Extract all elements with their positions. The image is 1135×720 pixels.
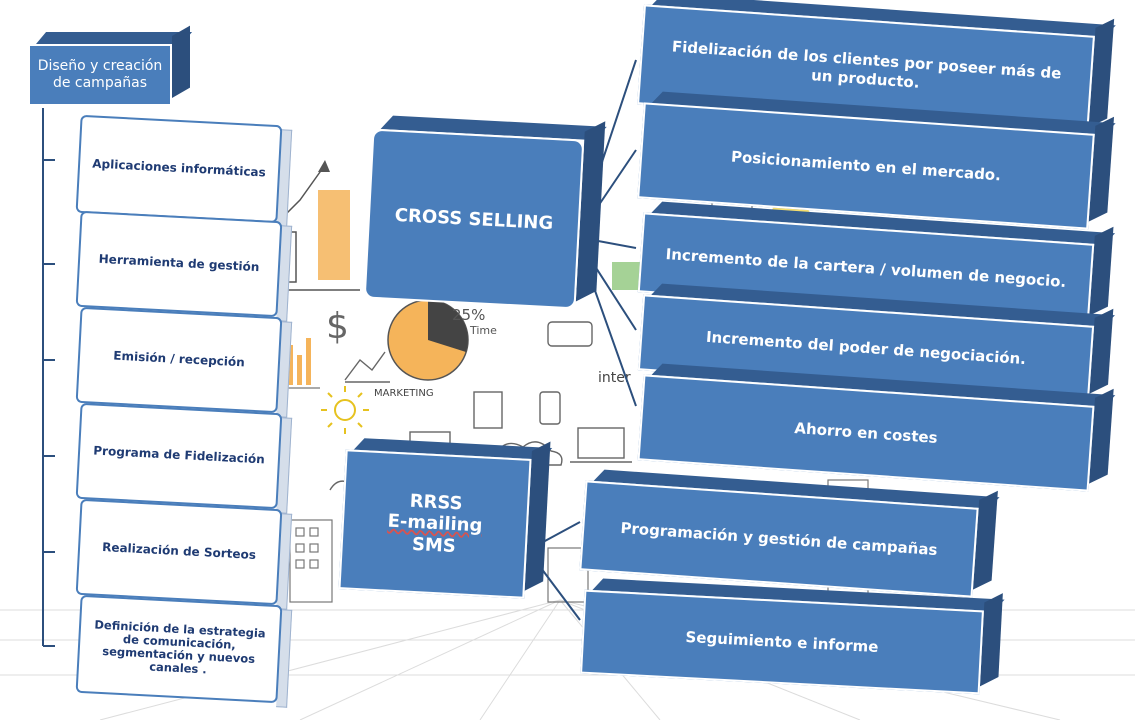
dollar-icon: $ [326, 306, 349, 347]
left-item-emission: Emisión / recepción [75, 306, 293, 418]
header-box-label: Diseño y creación de campañas [28, 44, 172, 106]
left-item-loyalty-program: Programa de Fidelización [75, 402, 293, 514]
left-item-label: Definición de la estrategia de comunicac… [75, 594, 283, 704]
money-icon [612, 262, 640, 290]
rrss-line-sms: SMS [411, 533, 457, 557]
left-item-draws: Realización de Sorteos [75, 498, 293, 610]
header-box: Diseño y creación de campañas [28, 25, 193, 106]
sketch-text-time: Time [469, 324, 497, 337]
sketch-text-marketing: MARKETING [374, 388, 434, 399]
rrss-line-rrss: RRSS [409, 490, 464, 515]
left-item-label: Emisión / recepción [75, 306, 283, 414]
left-item-strategy: Definición de la estrategia de comunicac… [75, 594, 293, 708]
left-item-label: Herramienta de gestión [75, 210, 283, 318]
cross-selling-label: CROSS SELLING [363, 128, 585, 310]
left-item-management-tool: Herramienta de gestión [75, 210, 293, 322]
laptop-icon [570, 427, 632, 463]
left-item-label: Realización de Sorteos [75, 498, 283, 606]
rrss-line-emailing: E-mailing [387, 510, 483, 537]
left-item-label: Aplicaciones informáticas [75, 114, 283, 224]
sketch-text-percent: 25% [452, 306, 485, 324]
computer-tower-icon [473, 391, 503, 429]
rrss-box: RRSS E-mailing SMS [338, 438, 553, 599]
sketch-text-inter: inter [598, 370, 631, 386]
rrss-box-body: RRSS E-mailing SMS [338, 449, 532, 599]
phone-icon [539, 391, 561, 425]
cross-selling-box: CROSS SELLING [363, 115, 607, 310]
left-item-apps: Aplicaciones informáticas [75, 114, 293, 228]
left-item-label: Programa de Fidelización [75, 402, 283, 510]
sun-icon [321, 386, 369, 434]
